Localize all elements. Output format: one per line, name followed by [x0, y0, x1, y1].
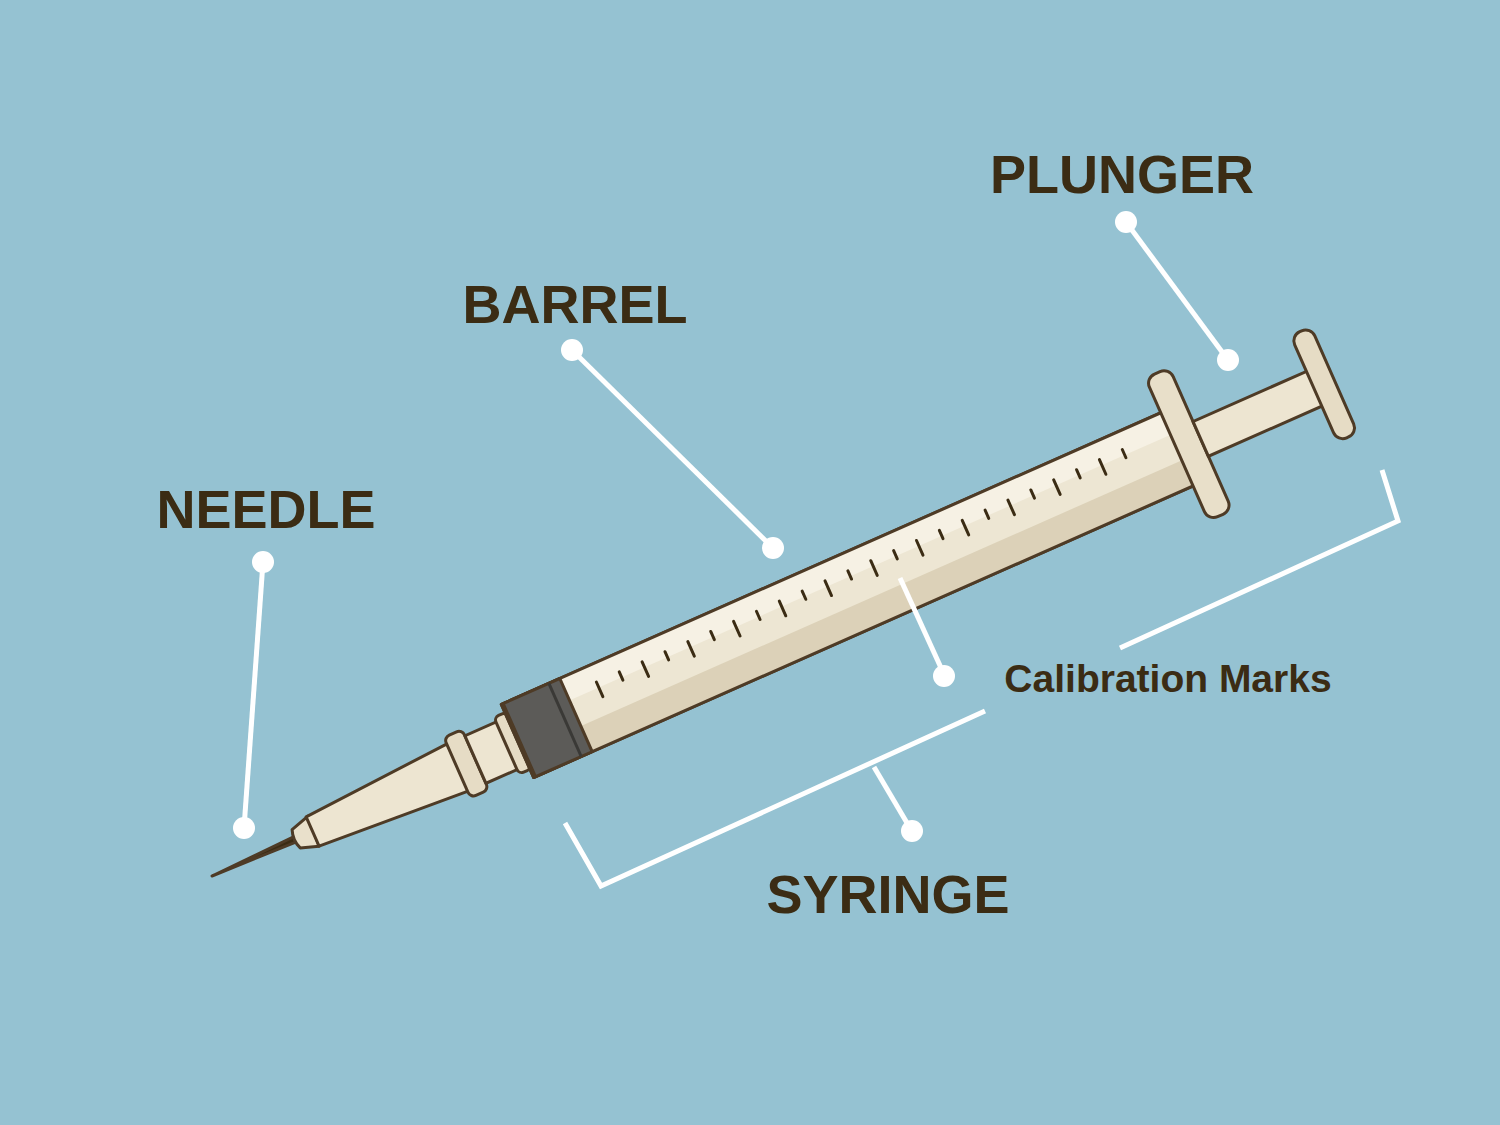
calibration-tick — [1077, 470, 1081, 478]
leader-dot — [933, 665, 955, 687]
needle-hub — [302, 743, 469, 855]
plunger-leader — [1126, 222, 1228, 360]
syringe — [180, 309, 1365, 948]
plunger-rod — [1193, 370, 1325, 457]
calibration-tick — [619, 672, 623, 680]
part-label: BARREL — [463, 277, 688, 331]
calibration-tick — [894, 551, 898, 559]
calibration-tick — [939, 530, 943, 538]
leader-dots — [233, 211, 1239, 842]
calibration-tick — [985, 510, 989, 518]
plunger-thumb-press — [1291, 327, 1358, 442]
calibration-tick — [962, 520, 968, 535]
calibration-tick — [596, 682, 602, 697]
part-label: NEEDLE — [156, 482, 375, 536]
calibration-tick — [871, 561, 877, 576]
calibration-tick — [1122, 450, 1126, 458]
syringe-bracket — [1120, 470, 1398, 648]
calibration-tick — [642, 662, 648, 677]
needle-leader — [244, 562, 263, 828]
calibration-tick — [848, 571, 852, 579]
barrel-body — [501, 411, 1196, 777]
barrel-leader — [572, 350, 773, 548]
part-label: PLUNGER — [990, 147, 1254, 201]
leader-dot — [252, 551, 274, 573]
leader-dot — [233, 817, 255, 839]
syringe-bracket — [565, 711, 985, 886]
part-label: Calibration Marks — [1004, 659, 1331, 698]
calibration-tick — [1099, 460, 1105, 475]
calibration-tick — [825, 581, 831, 596]
leader-dot — [1217, 349, 1239, 371]
leader-lines — [244, 222, 1398, 886]
calibration-tick — [734, 621, 740, 636]
barrel-shade — [522, 459, 1196, 778]
calibration-tick — [779, 601, 785, 616]
leader-dot — [901, 820, 923, 842]
calibration-tick — [802, 591, 806, 599]
plunger-stopper — [503, 678, 592, 776]
leader-dot — [1115, 211, 1137, 233]
calibration-tick — [711, 631, 715, 639]
stopper-ring — [549, 683, 581, 756]
leader-dot — [762, 537, 784, 559]
calibration-tick — [665, 652, 669, 660]
syringe-bracket-stem — [874, 767, 910, 828]
leader-dot — [561, 339, 583, 361]
calibration-tick — [1031, 490, 1035, 498]
part-label: SYRINGE — [766, 867, 1009, 921]
calibration-tick — [916, 540, 922, 555]
calibration-leader — [900, 578, 942, 670]
calibration-tick — [688, 642, 694, 657]
calibration-tick — [1054, 480, 1060, 495]
calibration-tick — [756, 611, 760, 619]
needle-shaft — [211, 835, 300, 879]
barrel-outline — [501, 411, 1196, 777]
calibration-tick — [1008, 500, 1014, 515]
